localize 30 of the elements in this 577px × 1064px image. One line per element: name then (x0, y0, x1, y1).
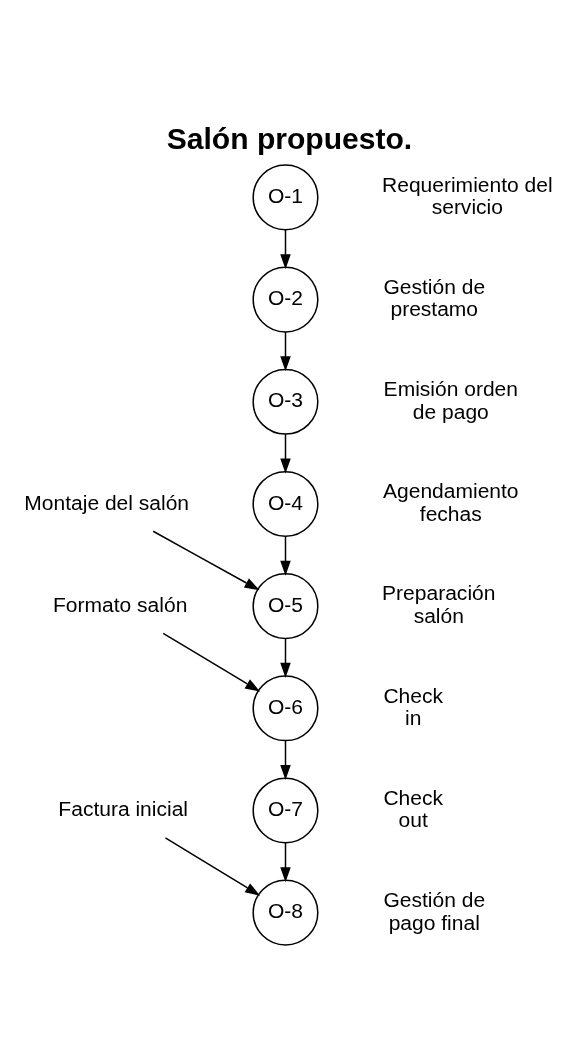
node-label: Gestión de pago final (383, 887, 486, 934)
arrow (280, 739, 291, 780)
node-text: Montaje del salón (24, 490, 190, 514)
arrow (280, 228, 291, 269)
node-circle: O-8 (252, 879, 319, 946)
node-circle: O-7 (252, 776, 319, 844)
node-circle: O-3 (252, 368, 319, 435)
arrow (280, 637, 291, 678)
node-text: Formato salón (53, 592, 188, 616)
arrow (280, 841, 291, 882)
arrow (280, 432, 291, 474)
node-circle: O-1 (252, 163, 319, 230)
arrow (162, 632, 261, 692)
arrow (280, 535, 291, 576)
node-text: Factura inicial (58, 796, 189, 820)
node-label: Requerimiento del servicio (382, 172, 553, 218)
node-label: Gestión de prestamo (383, 274, 486, 320)
node-circle: O-5 (252, 572, 319, 639)
arrow (152, 530, 260, 590)
node-label: Check out (383, 785, 444, 831)
diagram-title: Salón propuesto. (166, 121, 413, 155)
node-label: Emisión orden de pago (383, 376, 518, 423)
node-circle: O-4 (252, 470, 319, 537)
node-label: Preparación salón (382, 580, 496, 627)
arrow (280, 330, 291, 371)
node-label: Agendamiento fechas (383, 478, 519, 525)
node-circle: O-2 (252, 266, 319, 333)
node-label: Check in (383, 683, 444, 729)
node-circle: O-6 (252, 674, 319, 741)
arrow (164, 836, 261, 896)
